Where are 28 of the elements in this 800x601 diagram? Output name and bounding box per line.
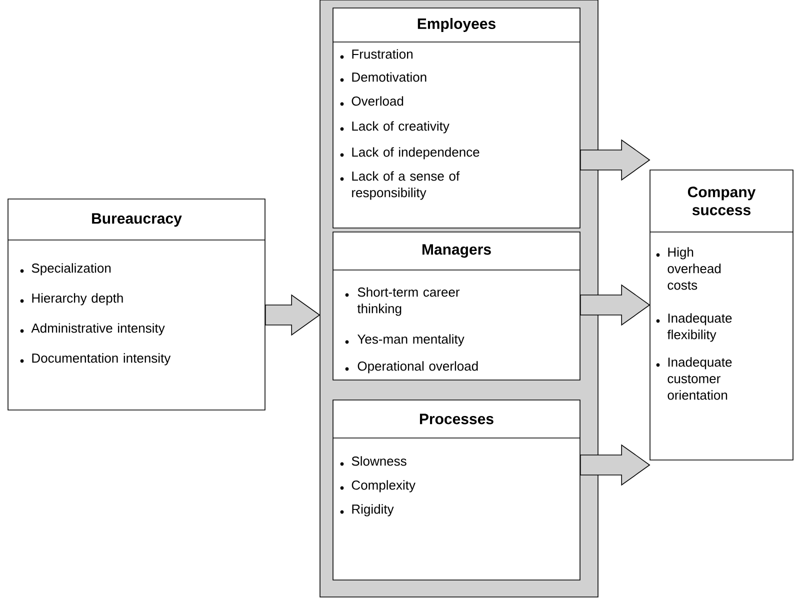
bullet-item: Lack of a sense of responsibility — [340, 171, 460, 200]
bullet-item: Frustration — [340, 49, 412, 59]
bullet-item: Lack of independence — [340, 147, 480, 160]
bullet-item: Operational overload — [345, 361, 478, 374]
block-arrow — [580, 139, 650, 181]
bullet-item: Yes-man mentality — [345, 334, 464, 346]
bullet-item: Demotivation — [340, 72, 426, 82]
box-heading: Bureaucracy — [92, 213, 182, 227]
bullet-item: Hierarchy depth — [20, 293, 123, 306]
block-arrow — [580, 444, 650, 486]
bullet-item: Short-term career thinking — [345, 287, 460, 316]
bullet-item: Complexity — [340, 480, 416, 492]
bullet-item: Documentation intensity — [20, 353, 171, 366]
box-heading: Managers — [422, 244, 491, 258]
bullet-item: Slowness — [340, 456, 406, 466]
bullet-item: Inadequate customer orientation — [656, 357, 732, 400]
bullet-item: Administrative intensity — [20, 323, 165, 336]
bullet-item: High overhead costs — [656, 247, 721, 290]
box-heading: Employees — [418, 18, 496, 32]
block-arrow — [580, 284, 650, 326]
bullet-item: Inadequate flexibility — [656, 313, 732, 342]
bullet-item: Rigidity — [340, 504, 394, 516]
bullet-item: Specialization — [20, 263, 111, 276]
box-heading: Processes — [420, 414, 494, 424]
box-heading: Company success — [688, 186, 756, 216]
block-arrow — [265, 294, 320, 336]
bullet-item: Lack of creativity — [340, 121, 450, 134]
bullet-item: Overload — [340, 96, 404, 106]
